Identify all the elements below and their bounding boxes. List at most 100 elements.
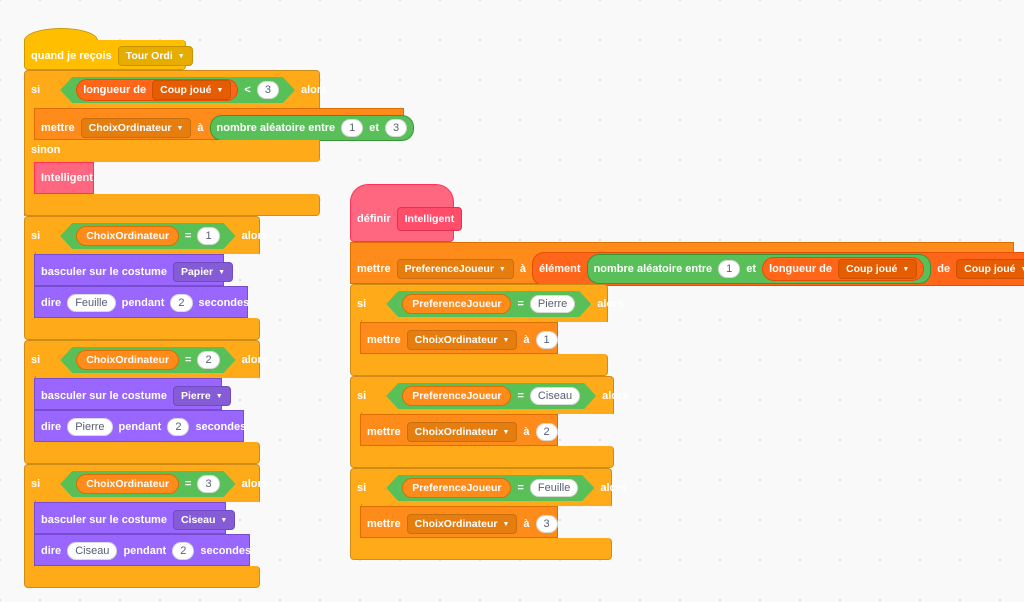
- variable-dropdown[interactable]: ChoixOrdinateur ▼: [406, 330, 518, 350]
- equals-operator[interactable]: PreferenceJoueur = Ciseau: [386, 383, 596, 409]
- if-block-1[interactable]: si ChoixOrdinateur = 1 alors: [24, 216, 268, 254]
- custom-block-label: Intelligent: [41, 172, 93, 184]
- item-of-list-reporter[interactable]: élément nombre aléatoire entre 1 et long…: [531, 252, 1024, 286]
- dropdown-arrow-icon: ▼: [502, 428, 510, 436]
- set-label: mettre: [357, 263, 391, 275]
- if-block-3[interactable]: si ChoixOrdinateur = 3 alors: [24, 464, 268, 502]
- equals-operator[interactable]: PreferenceJoueur = Feuille: [386, 475, 594, 501]
- if-label: si: [31, 354, 41, 366]
- else-bar: sinon: [24, 140, 320, 162]
- list-dropdown[interactable]: Coup joué ▼: [956, 259, 1024, 279]
- if-else-bottom: [24, 194, 320, 216]
- equals-symbol: =: [185, 354, 192, 366]
- if-block-2-bottom: [24, 442, 260, 464]
- less-than-symbol: <: [244, 84, 251, 96]
- list-dropdown[interactable]: Coup joué ▼: [838, 259, 918, 279]
- compare-value[interactable]: Ciseau: [530, 387, 580, 405]
- if-block-r3-bottom: [350, 538, 612, 560]
- set-label: mettre: [41, 122, 75, 134]
- costume-dropdown[interactable]: Pierre ▼: [172, 386, 231, 406]
- set-variable-block[interactable]: mettre ChoixOrdinateur ▼ à 3: [360, 506, 558, 538]
- list-length-reporter[interactable]: longueur de Coup joué ▼: [762, 257, 925, 281]
- say-text-input[interactable]: Feuille: [67, 294, 116, 312]
- if-block-1-bottom: [24, 318, 260, 340]
- compare-value[interactable]: Feuille: [530, 479, 578, 497]
- define-block[interactable]: définir Intelligent: [350, 184, 463, 242]
- if-block-r2[interactable]: si PreferenceJoueur = Ciseau alors: [350, 376, 628, 414]
- variable-reporter[interactable]: ChoixOrdinateur: [76, 350, 179, 370]
- dropdown-arrow-icon: ▼: [1020, 265, 1024, 273]
- equals-symbol: =: [185, 478, 192, 490]
- compare-value[interactable]: 2: [197, 351, 219, 369]
- switch-costume-block[interactable]: basculer sur le costume Pierre ▼: [34, 378, 231, 410]
- variable-dropdown[interactable]: PreferenceJoueur ▼: [396, 259, 514, 279]
- equals-symbol: =: [517, 390, 524, 402]
- variable-reporter[interactable]: PreferenceJoueur: [402, 294, 511, 314]
- less-than-operator[interactable]: longueur de Coup joué ▼ < 3: [60, 77, 295, 103]
- say-for-secs-block[interactable]: dire Ciseau pendant 2 secondes: [34, 534, 251, 566]
- custom-block-call[interactable]: Intelligent: [34, 162, 94, 194]
- message-dropdown[interactable]: Tour Ordi ▼: [117, 46, 193, 66]
- then-label: alors: [241, 230, 268, 242]
- then-label: alors: [300, 84, 328, 96]
- else-label: sinon: [31, 144, 61, 156]
- if-label: si: [357, 390, 367, 402]
- if-label: si: [31, 230, 41, 242]
- value-input[interactable]: 1: [535, 331, 558, 349]
- costume-dropdown[interactable]: Papier ▼: [172, 262, 233, 282]
- value-input[interactable]: 3: [535, 515, 558, 533]
- compare-value[interactable]: 3: [197, 475, 219, 493]
- value-input[interactable]: 2: [535, 423, 558, 441]
- define-prototype[interactable]: Intelligent: [396, 207, 463, 231]
- then-label: alors: [241, 354, 268, 366]
- if-label: si: [31, 84, 41, 96]
- if-label: si: [31, 478, 41, 490]
- equals-symbol: =: [517, 482, 524, 494]
- if-block-2[interactable]: si ChoixOrdinateur = 2 alors: [24, 340, 268, 378]
- if-block-r1-bottom: [350, 354, 608, 376]
- equals-operator[interactable]: ChoixOrdinateur = 1: [60, 223, 235, 249]
- set-variable-block[interactable]: mettre ChoixOrdinateur ▼ à nombre aléato…: [34, 108, 415, 141]
- then-label: alors: [597, 298, 624, 310]
- costume-dropdown[interactable]: Ciseau ▼: [172, 510, 236, 530]
- switch-costume-block[interactable]: basculer sur le costume Ciseau ▼: [34, 502, 236, 534]
- variable-reporter[interactable]: ChoixOrdinateur: [76, 226, 179, 246]
- then-label: alors: [602, 390, 629, 402]
- say-for-secs-block[interactable]: dire Feuille pendant 2 secondes: [34, 286, 249, 318]
- seconds-input[interactable]: 2: [172, 542, 195, 560]
- variable-reporter[interactable]: ChoixOrdinateur: [76, 474, 179, 494]
- list-length-reporter[interactable]: longueur de Coup joué ▼: [76, 79, 238, 101]
- variable-dropdown[interactable]: ChoixOrdinateur ▼: [80, 118, 192, 138]
- when-receive-block[interactable]: quand je reçois Tour Ordi ▼: [24, 40, 193, 70]
- random-to-input[interactable]: 3: [385, 119, 408, 137]
- number-input[interactable]: 3: [257, 81, 279, 99]
- if-block-r3[interactable]: si PreferenceJoueur = Feuille alors: [350, 468, 627, 506]
- set-variable-block[interactable]: mettre ChoixOrdinateur ▼ à 1: [360, 322, 558, 354]
- compare-value[interactable]: Pierre: [530, 295, 575, 313]
- if-block-r1[interactable]: si PreferenceJoueur = Pierre alors: [350, 284, 624, 322]
- random-reporter[interactable]: nombre aléatoire entre 1 et longueur de …: [586, 254, 932, 284]
- set-variable-block[interactable]: mettre PreferenceJoueur ▼ à élément nomb…: [350, 242, 1024, 286]
- say-for-secs-block[interactable]: dire Pierre pendant 2 secondes: [34, 410, 246, 442]
- variable-dropdown[interactable]: ChoixOrdinateur ▼: [406, 422, 518, 442]
- set-variable-block[interactable]: mettre ChoixOrdinateur ▼ à 2: [360, 414, 558, 446]
- variable-reporter[interactable]: PreferenceJoueur: [402, 386, 511, 406]
- random-reporter[interactable]: nombre aléatoire entre 1 et 3: [209, 115, 415, 141]
- switch-costume-block[interactable]: basculer sur le costume Papier ▼: [34, 254, 233, 286]
- compare-value[interactable]: 1: [197, 227, 219, 245]
- random-from-input[interactable]: 1: [718, 260, 741, 278]
- variable-dropdown[interactable]: ChoixOrdinateur ▼: [406, 514, 518, 534]
- if-label: si: [357, 298, 367, 310]
- random-from-input[interactable]: 1: [341, 119, 364, 137]
- equals-operator[interactable]: ChoixOrdinateur = 2: [60, 347, 235, 373]
- variable-reporter[interactable]: PreferenceJoueur: [402, 478, 511, 498]
- seconds-input[interactable]: 2: [167, 418, 190, 436]
- if-else-block[interactable]: si longueur de Coup joué ▼ < 3 alors: [24, 70, 327, 110]
- equals-operator[interactable]: ChoixOrdinateur = 3: [60, 471, 235, 497]
- say-text-input[interactable]: Ciseau: [67, 542, 118, 560]
- list-dropdown[interactable]: Coup joué ▼: [152, 80, 231, 100]
- seconds-input[interactable]: 2: [170, 294, 193, 312]
- dropdown-arrow-icon: ▼: [498, 265, 506, 273]
- equals-operator[interactable]: PreferenceJoueur = Pierre: [386, 291, 591, 317]
- say-text-input[interactable]: Pierre: [67, 418, 113, 436]
